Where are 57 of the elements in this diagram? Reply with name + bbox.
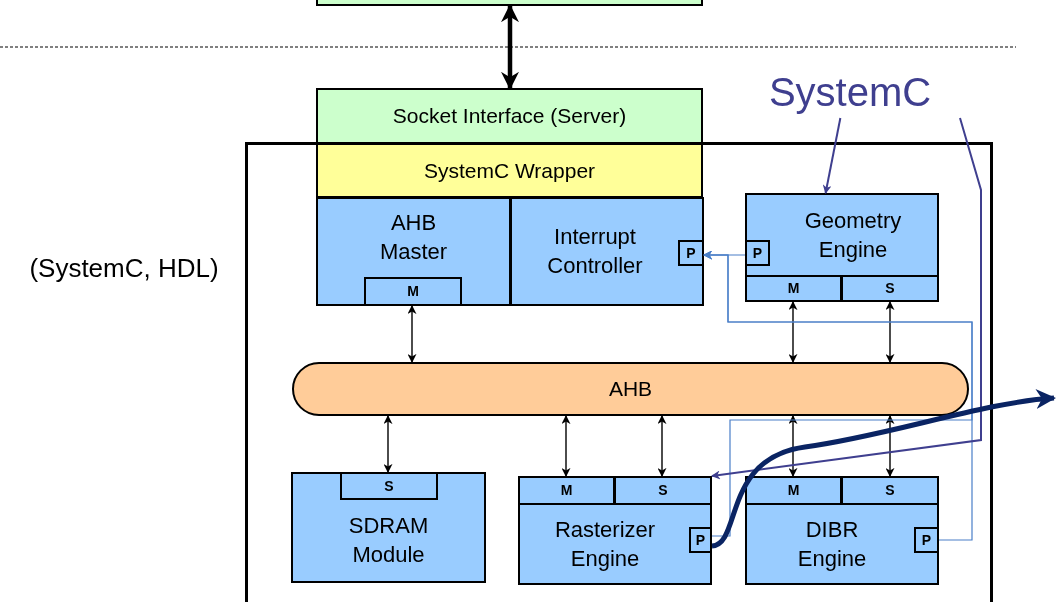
arrow xyxy=(885,415,895,477)
port-label: S xyxy=(384,476,394,496)
block-label: Rasterizer Engine xyxy=(553,515,657,573)
arrow xyxy=(407,305,417,363)
memory-box xyxy=(291,472,486,583)
port-box xyxy=(745,240,770,266)
engine-box xyxy=(745,193,939,302)
interface-box xyxy=(316,88,703,144)
block-label: SystemC Wrapper xyxy=(423,157,596,184)
master-box xyxy=(316,197,511,306)
annotation-label: SystemC xyxy=(768,69,932,116)
arrow xyxy=(711,117,982,480)
engine-box xyxy=(745,476,939,585)
block-label: DIBR Engine xyxy=(796,515,868,573)
port-box xyxy=(745,476,842,505)
port-label: S xyxy=(885,481,895,500)
port-label: P xyxy=(695,530,706,550)
arrow xyxy=(657,415,667,477)
block-label: Interrupt Controller xyxy=(546,222,644,280)
port-box xyxy=(614,476,712,505)
port-box xyxy=(364,277,462,306)
block-label: Socket Interface (Server) xyxy=(392,103,627,130)
block-label: Geometry Engine xyxy=(803,207,903,264)
block-label: SDRAM Module xyxy=(347,512,430,569)
port-label: M xyxy=(407,282,419,301)
port-box xyxy=(678,240,704,266)
port-label: M xyxy=(560,481,573,500)
platform-label: (SystemC, HDL) xyxy=(28,253,220,284)
port-box xyxy=(340,472,438,500)
block-label: AHB Master xyxy=(378,209,449,266)
port-label: P xyxy=(921,530,932,550)
port-box xyxy=(841,275,939,302)
arrow xyxy=(788,301,798,363)
arrow xyxy=(885,301,895,363)
port-label: P xyxy=(752,243,763,263)
port-label: P xyxy=(686,243,696,263)
port-label: S xyxy=(885,279,895,298)
bus-bar xyxy=(292,362,969,416)
arrow xyxy=(822,117,842,194)
port-label: M xyxy=(787,481,800,500)
engine-box xyxy=(518,476,712,585)
arrow xyxy=(501,4,519,90)
port-box xyxy=(914,527,939,553)
port-box xyxy=(745,275,842,302)
port-box xyxy=(689,527,712,553)
arrow xyxy=(383,415,393,473)
arrow xyxy=(561,415,571,477)
platform-frame xyxy=(245,142,993,602)
arrow xyxy=(788,415,798,477)
port-box xyxy=(518,476,615,505)
port-label: M xyxy=(787,279,800,298)
wrapper-box xyxy=(316,143,703,198)
block-label: AHB xyxy=(608,376,653,403)
port-label: S xyxy=(658,481,668,500)
curved-arrow xyxy=(711,389,1056,549)
controller-box xyxy=(510,197,704,306)
port-box xyxy=(841,476,939,505)
